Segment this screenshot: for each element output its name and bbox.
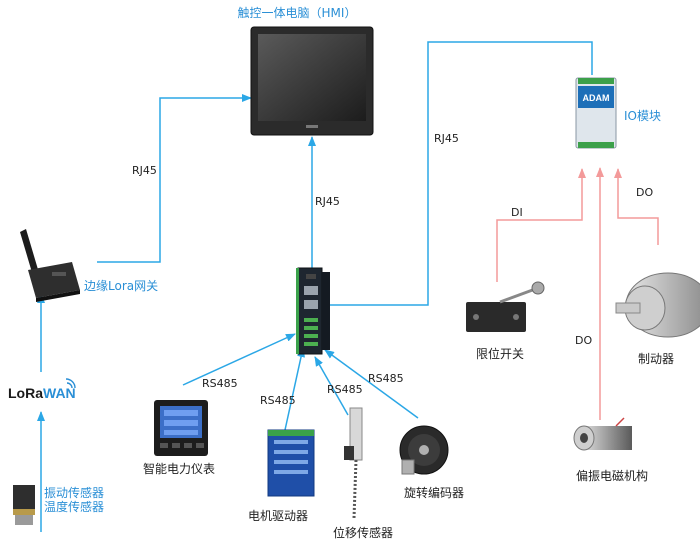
link-rs485-displacement xyxy=(314,356,349,416)
label-rs485-encoder: RS485 xyxy=(368,372,404,385)
label-rj45-right: RJ45 xyxy=(434,132,459,145)
label-do-brake: DO xyxy=(636,186,653,199)
label-di: DI xyxy=(511,206,523,219)
link-rs485-meter xyxy=(182,333,296,386)
motor-driver-label: 电机驱动器 xyxy=(248,509,308,523)
hmi-title: 触控一体电脑（HMI） xyxy=(238,6,357,20)
power-meter-label: 智能电力仪表 xyxy=(143,461,215,476)
solenoid-label: 偏振电磁机构 xyxy=(576,468,648,483)
label-rj45-left: RJ45 xyxy=(132,164,157,177)
limit-switch-label: 限位开关 xyxy=(476,346,524,361)
io-module-label: IO模块 xyxy=(624,109,661,123)
touch-panel-pc-icon xyxy=(250,26,374,136)
displacement-sensor-icon xyxy=(344,407,363,519)
encoder-label: 旋转编码器 xyxy=(404,485,464,500)
rotary-encoder-icon xyxy=(399,425,449,475)
link-rj45-lora-hmi xyxy=(97,94,252,263)
vibration-sensor-icon xyxy=(13,485,35,525)
sensor-label-line1: 振动传感器 xyxy=(44,485,104,500)
link-do-brake xyxy=(614,168,659,245)
limit-switch-icon xyxy=(466,281,545,332)
io-module-icon: ADAM xyxy=(575,77,617,149)
sensor-label-line2: 温度传感器 xyxy=(44,499,104,514)
link-di-limit-switch xyxy=(496,168,586,282)
brake-label: 制动器 xyxy=(638,352,674,366)
svg-text:ADAM: ADAM xyxy=(583,93,610,103)
svg-text:LoRaWAN: LoRaWAN xyxy=(8,385,76,401)
displacement-label: 位移传感器 xyxy=(333,525,393,540)
label-do-solenoid: DO xyxy=(575,334,592,347)
link-rs485-encoder xyxy=(324,349,419,419)
label-rj45-center: RJ45 xyxy=(315,195,340,208)
lora-gateway-label: 边缘Lora网关 xyxy=(84,279,158,293)
label-rs485-displacement: RS485 xyxy=(327,383,363,396)
solenoid-icon xyxy=(573,417,632,451)
power-meter-icon xyxy=(154,400,208,456)
label-rs485-driver: RS485 xyxy=(260,394,296,407)
link-rj45-controller-io xyxy=(320,41,593,306)
industrial-gateway-icon xyxy=(296,267,330,355)
link-rs485-driver xyxy=(284,347,305,431)
connection-lines xyxy=(37,41,659,532)
lorawan-logo: LoRaWAN xyxy=(8,378,76,401)
lora-gateway-icon xyxy=(20,229,80,302)
brake-icon xyxy=(615,272,700,338)
motor-driver-icon xyxy=(267,429,315,497)
label-rs485-meter: RS485 xyxy=(202,377,238,390)
